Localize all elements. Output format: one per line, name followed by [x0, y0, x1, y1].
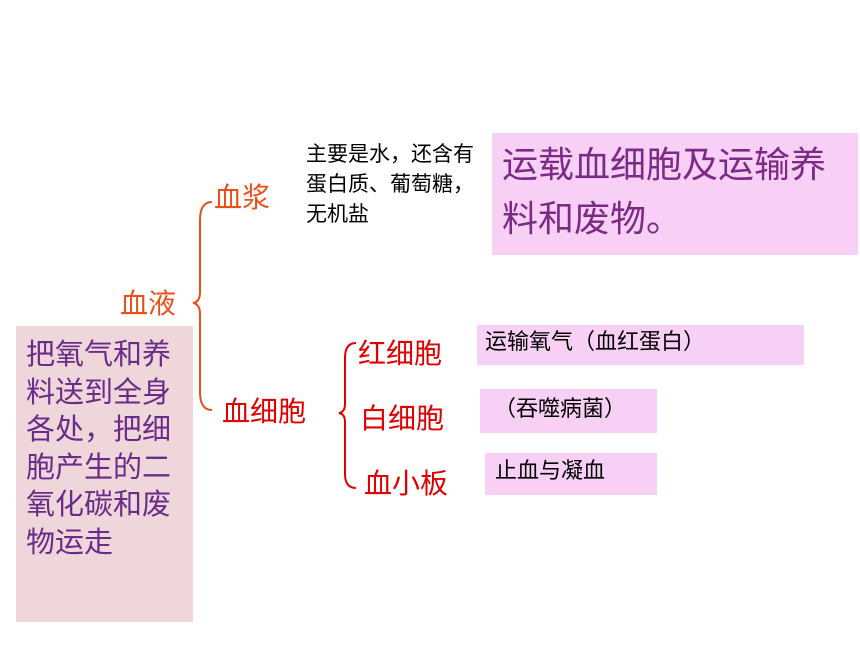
plasma-composition-text: 主要是水，还含有蛋白质、葡萄糖，无机盐	[306, 142, 474, 226]
plasma-function-box: 运载血细胞及运输养料和废物。	[492, 133, 858, 255]
white-cell-function-box: （吞噬病菌）	[480, 389, 657, 433]
node-white-blood-cell: 白细胞	[360, 402, 445, 435]
root-brace	[192, 201, 213, 411]
blood-function-box: 把氧气和养料送到全身各处，把细胞产生的二氧化碳和废物运走	[16, 326, 193, 622]
cells-brace	[338, 342, 357, 489]
red-cell-function-box: 运输氧气（血红蛋白）	[477, 325, 804, 365]
node-red-blood-cell: 红细胞	[358, 337, 443, 370]
node-plasma: 血浆	[214, 181, 271, 214]
platelet-function-box: 止血与凝血	[485, 453, 657, 495]
node-blood: 血液	[120, 287, 177, 320]
node-platelet: 血小板	[364, 467, 449, 500]
node-blood-cells: 血细胞	[222, 395, 307, 428]
